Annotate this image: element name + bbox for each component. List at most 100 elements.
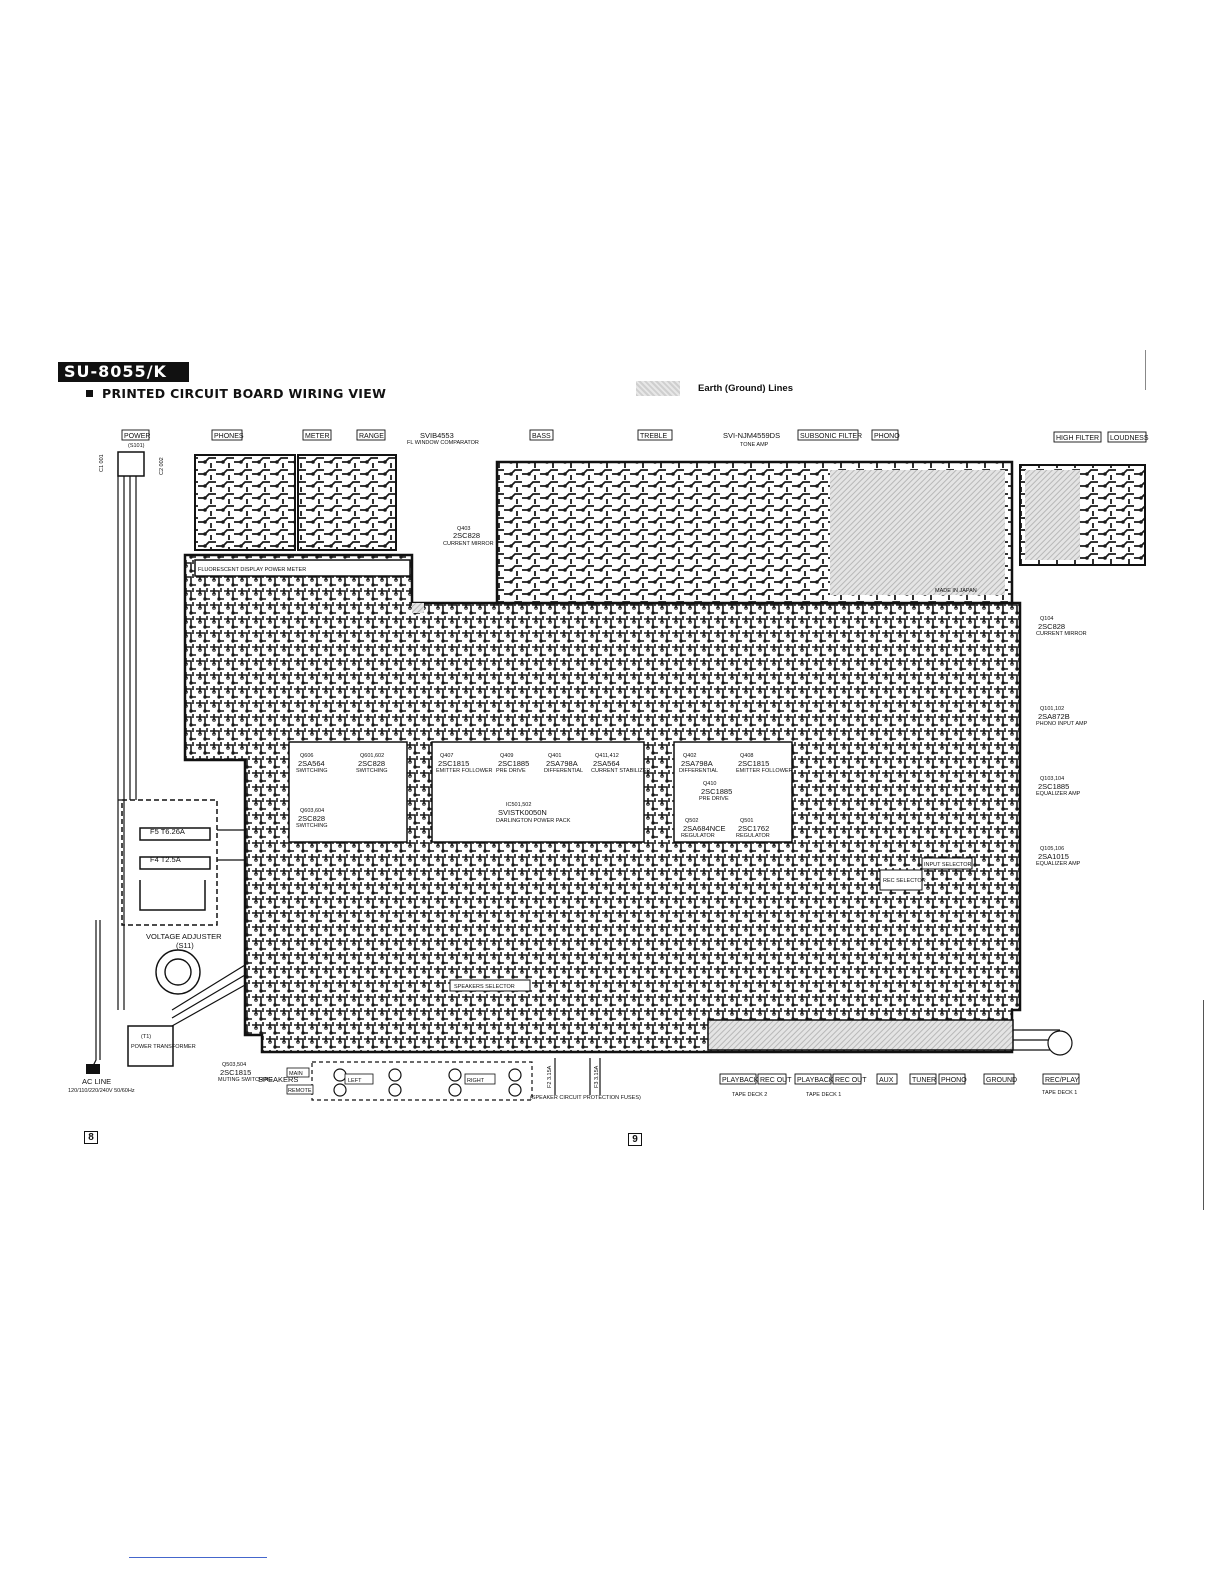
remote-label: REMOTE <box>288 1088 312 1094</box>
transistor-part: 2SA798A <box>681 759 713 768</box>
filter-board <box>1019 464 1146 566</box>
fl-sub-label: FL WINDOW COMPARATOR <box>407 440 479 446</box>
transistor-part: 2SC1815 <box>438 759 469 768</box>
f2-label: F2 3.15A <box>547 1065 553 1088</box>
jack-label: PLAYBACK <box>797 1077 834 1084</box>
top-box-range <box>356 429 386 441</box>
top-label-bass: BASS <box>532 433 551 440</box>
top-label-subsonic: SUBSONIC FILTER <box>800 433 862 440</box>
power-pack-ref: IC501,502 <box>506 802 531 808</box>
transistor-ref: Q501 <box>740 818 753 824</box>
q403-ref: Q403 <box>457 526 470 532</box>
transistor-ref: Q409 <box>500 753 513 759</box>
power-pack-role: DARLINGTON POWER PACK <box>496 818 571 824</box>
bottom-link-line <box>129 1557 267 1558</box>
ic-fl-label: SVIB4553 <box>420 431 454 440</box>
top-box-loudness <box>1107 431 1147 443</box>
transformer-label: POWER TRANSFORMER <box>131 1044 196 1050</box>
transistor-role: MUTING SWITCHING <box>218 1077 273 1083</box>
jack-label: PLAYBACK <box>722 1077 759 1084</box>
transistor-ref: Q101,102 <box>1040 706 1064 712</box>
ac-plug-icon <box>86 1064 100 1074</box>
tape-deck-1-right-label: TAPE DECK 1 <box>1042 1090 1077 1096</box>
transistor-ref: Q502 <box>685 818 698 824</box>
left-terminal-box <box>344 1073 374 1085</box>
legend-label: Earth (Ground) Lines <box>698 383 793 394</box>
transistor-part: 2SA564 <box>593 759 620 768</box>
jack-label: REC OUT <box>835 1077 867 1084</box>
transistor-ref: Q603,604 <box>300 808 324 814</box>
label-block-left <box>288 741 408 843</box>
transistor-ref: Q104 <box>1040 616 1053 622</box>
transistor-ref: Q407 <box>440 753 453 759</box>
jack-label: REC/PLAY <box>1045 1077 1079 1084</box>
speakers-selector-label: SPEAKERS SELECTOR <box>454 984 515 990</box>
left-terminal-label: LEFT <box>348 1078 362 1084</box>
transistor-ref: Q105,106 <box>1040 846 1064 852</box>
power-wiring <box>91 470 246 1069</box>
transistor-role: SWITCHING <box>356 768 387 774</box>
top-label-treble: TREBLE <box>640 433 668 440</box>
made-in-japan-label: MADE IN JAPAN <box>935 588 977 594</box>
label-block-right <box>673 741 793 843</box>
power-switch <box>117 451 145 477</box>
speakers-selector-block: SPEAKERS SELECTOR <box>449 979 531 992</box>
jack-box <box>794 1073 832 1085</box>
transistor-part: 2SA872B <box>1038 712 1070 721</box>
power-pack-part: SVISTK0050N <box>498 808 547 817</box>
transistor-role: CURRENT MIRROR <box>1036 631 1087 637</box>
fuse-f5-label: F5 T6.26A <box>150 827 185 836</box>
fuses-label: (SPEAKER CIRCUIT PROTECTION FUSES) <box>530 1095 641 1101</box>
jack-box <box>909 1073 937 1085</box>
transistor-ref: Q401 <box>548 753 561 759</box>
tape-deck-connector <box>1013 1029 1073 1056</box>
transistor-role: REGULATOR <box>681 833 715 839</box>
jack-panel <box>707 1019 1014 1051</box>
section-title-text: PRINTED CIRCUIT BOARD WIRING VIEW <box>102 386 387 401</box>
jack-box <box>757 1073 787 1085</box>
fl-display-label: FLUORESCENT DISPLAY POWER METER <box>198 567 306 573</box>
jack-box <box>938 1073 966 1085</box>
power-transformer <box>127 1025 174 1067</box>
main-label: MAIN <box>289 1071 303 1077</box>
transistor-ref: Q410 <box>703 781 716 787</box>
transistor-part: 2SC1885 <box>701 787 732 796</box>
transistor-part: 2SC1762 <box>738 824 769 833</box>
transistor-role: EQUALIZER AMP <box>1036 861 1081 867</box>
jack-label: REC OUT <box>760 1077 792 1084</box>
q403-part: 2SC828 <box>453 531 480 540</box>
transistor-part: 2SA1015 <box>1038 852 1069 861</box>
transistor-ref: Q411,412 <box>595 753 619 759</box>
transistor-role: PRE DRIVE <box>699 796 729 802</box>
top-box-bass <box>529 429 554 441</box>
top-box-meter <box>302 429 332 441</box>
bullet-icon <box>86 390 93 397</box>
page-number-left: 8 <box>84 1131 98 1144</box>
top-label-loudness: LOUDNESS <box>1110 435 1149 442</box>
model-badge: SU-8055/K <box>58 362 189 382</box>
f3-label: F3 3.15A <box>594 1065 600 1088</box>
transistor-role: PHONO INPUT AMP <box>1036 721 1088 727</box>
tape-deck-1-label: TAPE DECK 1 <box>806 1092 841 1098</box>
jack-box <box>876 1073 898 1085</box>
jack-label: AUX <box>879 1077 894 1084</box>
jack-box <box>983 1073 1015 1085</box>
jack-box <box>1042 1073 1080 1085</box>
fuse-block <box>121 799 218 926</box>
transistor-role: CURRENT STABILIZER <box>591 768 650 774</box>
transistor-part: 2SA564 <box>298 759 325 768</box>
transistor-part: 2SA798A <box>546 759 578 768</box>
fl-display-strip: FLUORESCENT DISPLAY POWER METER <box>194 559 411 577</box>
transistor-part: 2SC828 <box>298 814 325 823</box>
ic-top-label: SVI-NJM4559DS <box>723 431 780 440</box>
ac-line-label: AC LINE <box>82 1077 111 1086</box>
jack-label: GROUND <box>986 1077 1017 1084</box>
transistor-group: Q6062SA564SWITCHINGQ601,6022SC828SWITCHI… <box>218 616 1088 1083</box>
transistor-role: REGULATOR <box>736 833 770 839</box>
ac-spec-label: 120/110/220/240V 50/60Hz <box>68 1088 135 1094</box>
transistor-part: 2SA684NCE <box>683 824 726 833</box>
top-label-range: RANGE <box>359 433 384 440</box>
jack-label: PHONO <box>941 1077 967 1084</box>
top-label-phones: PHONES <box>214 433 244 440</box>
